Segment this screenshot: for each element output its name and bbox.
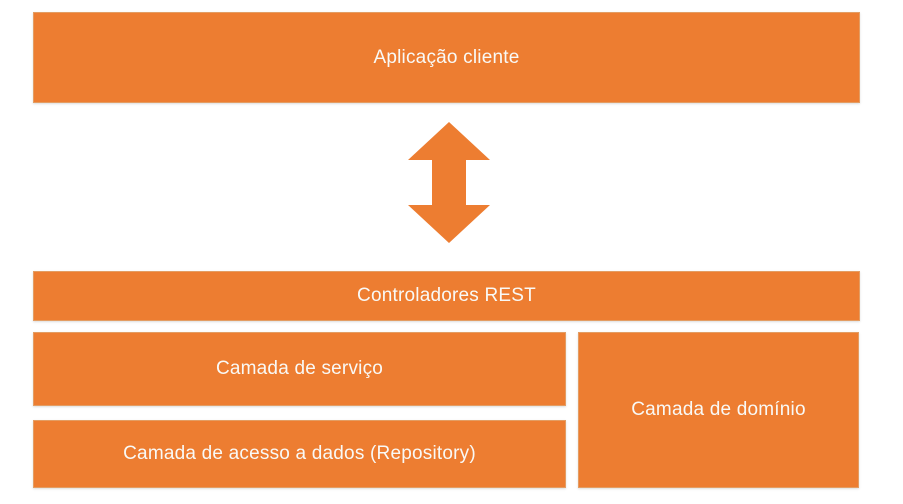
up-down-arrow-icon (408, 122, 490, 243)
box-client-application: Aplicação cliente (33, 12, 860, 103)
box-data-access-layer-label: Camada de acesso a dados (Repository) (123, 443, 476, 464)
box-rest-controllers-label: Controladores REST (357, 285, 536, 306)
box-client-application-label: Aplicação cliente (373, 46, 520, 68)
box-domain-layer: Camada de domínio (578, 332, 859, 488)
box-rest-controllers: Controladores REST (33, 271, 860, 321)
box-data-access-layer: Camada de acesso a dados (Repository) (33, 420, 566, 488)
box-service-layer-label: Camada de serviço (215, 358, 384, 379)
box-service-layer: Camada de serviço (33, 332, 566, 406)
box-domain-layer-label: Camada de domínio (631, 399, 806, 420)
